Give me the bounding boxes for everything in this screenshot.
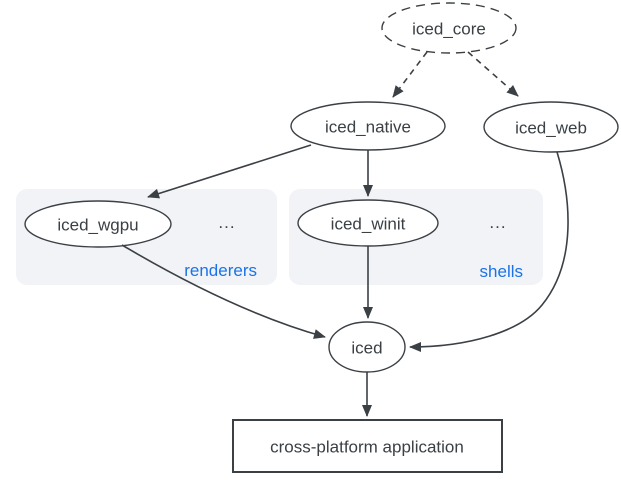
edge-web-to-iced	[409, 151, 569, 352]
node-iced-core: iced_core	[381, 2, 517, 54]
node-iced-wgpu: iced_wgpu	[24, 200, 172, 248]
edge-native-to-wgpu	[147, 144, 312, 199]
iced-wgpu-ellipse	[24, 200, 172, 248]
edge-core-to-web	[467, 51, 519, 97]
iced-core-ellipse	[381, 2, 517, 54]
renderers-group-label: renderers	[184, 261, 257, 280]
node-application: cross-platform application	[232, 419, 503, 473]
application-rect	[232, 419, 503, 473]
edge-wgpu-to-iced	[121, 244, 326, 339]
iced-core-label: iced_core	[412, 20, 486, 39]
iced-winit-label: iced_winit	[331, 215, 406, 234]
iced-web-ellipse	[483, 101, 619, 153]
shells-ellipsis: ...	[489, 213, 506, 232]
renderers-ellipsis: ...	[218, 213, 235, 232]
shells-group-label: shells	[480, 262, 523, 281]
iced-label: iced	[351, 339, 382, 358]
node-iced-winit: iced_winit	[297, 199, 439, 247]
edge-core-to-native	[392, 51, 428, 98]
node-iced-web: iced_web	[483, 101, 619, 153]
node-iced: iced	[328, 321, 406, 373]
iced-web-label: iced_web	[515, 119, 587, 138]
application-label: cross-platform application	[270, 438, 464, 457]
iced-native-label: iced_native	[325, 118, 411, 137]
node-iced-native: iced_native	[290, 101, 446, 151]
iced-wgpu-label: iced_wgpu	[57, 216, 138, 235]
